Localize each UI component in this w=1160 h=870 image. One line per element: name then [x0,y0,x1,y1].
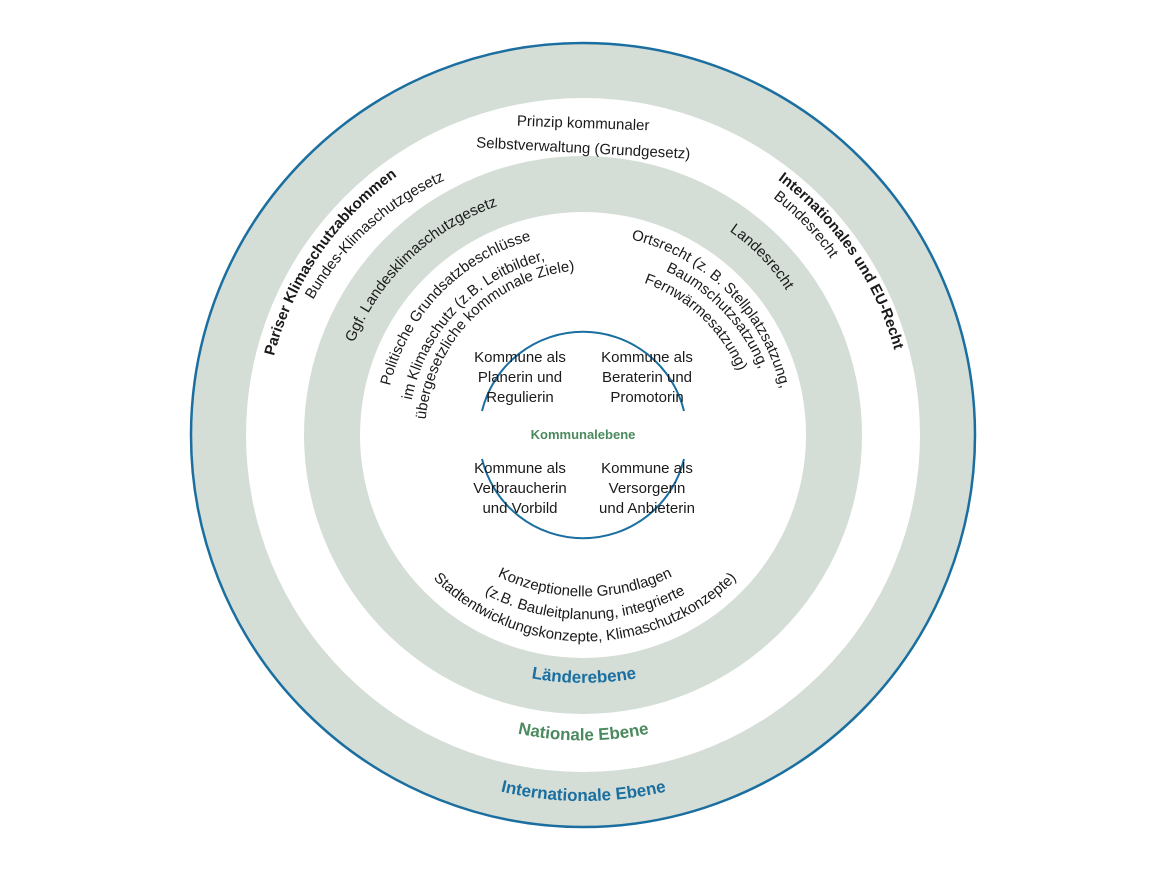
role-versorgerin-line3: und Anbieterin [599,500,695,517]
national-top-label-line1: Prinzip kommunaler [517,113,650,135]
role-versorgerin: Kommune als Versorgerin und Anbieterin [599,460,695,517]
laender-ring-gap [360,212,806,658]
role-beraterin: Kommune als Beraterin und Promotorin [601,349,693,406]
role-verbraucherin: Kommune als Verbraucherin und Vorbild [473,460,566,517]
kommunal-circle-top-arc [481,330,685,412]
kommunalebene-label: Kommunalebene [531,427,636,442]
role-beraterin-line3: Promotorin [610,389,683,406]
laenderebene-label: Länderebene [531,663,638,686]
role-versorgerin-line1: Kommune als [601,460,693,477]
role-versorgerin-line2: Versorgerin [609,480,686,497]
role-planerin-line2: Planerin und [478,369,562,386]
role-verbraucherin-line1: Kommune als [474,460,566,477]
role-planerin: Kommune als Planerin und Regulierin [474,349,566,406]
role-beraterin-line1: Kommune als [601,349,693,366]
role-beraterin-line2: Beraterin und [602,369,692,386]
role-planerin-line1: Kommune als [474,349,566,366]
role-verbraucherin-line3: und Vorbild [482,500,557,517]
kommunal-circle-bottom-arc [481,458,685,540]
role-verbraucherin-line2: Verbraucherin [473,480,566,497]
role-planerin-line3: Regulierin [486,389,554,406]
